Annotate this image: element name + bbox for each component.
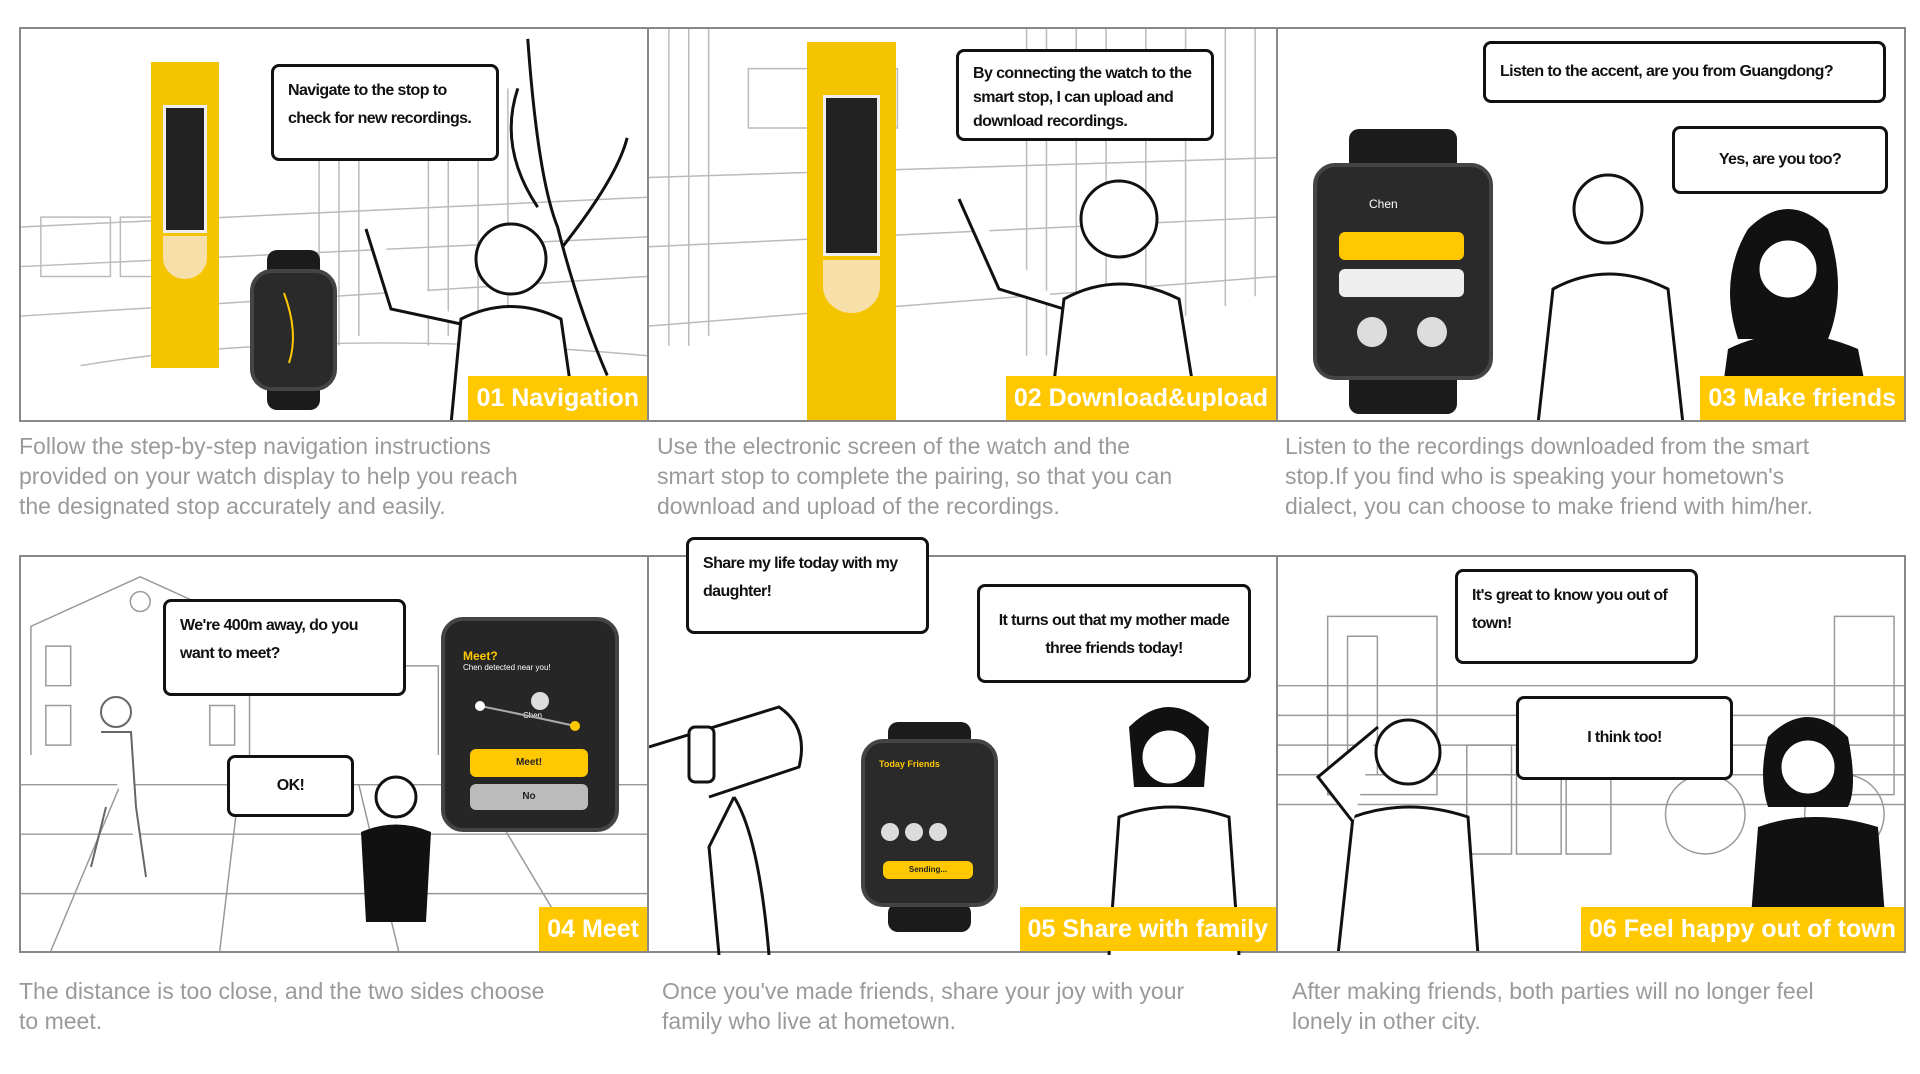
watch-today-friends: Today Friends Sending... (861, 722, 998, 932)
street-sketch (21, 38, 647, 377)
speech-bubble: Share my life today with my daughter! (686, 537, 929, 634)
caption-line: download and upload of the recordings. (657, 493, 1060, 519)
caption-line: The distance is too close, and the two s… (19, 978, 545, 1004)
step-label: 06 Feel happy out of town (1581, 907, 1904, 951)
caption-line: provided on your watch display to help y… (19, 463, 518, 489)
speech-bubble: By connecting the watch to the smart sto… (956, 49, 1214, 141)
panel-make-friends: Chen Listen to the accent, are you from … (1276, 27, 1906, 422)
meet-title: Meet? (463, 649, 498, 663)
caption-line: to meet. (19, 1008, 103, 1034)
man-listening (1536, 173, 1685, 420)
step-label: 05 Share with family (1019, 907, 1276, 951)
caption-line: dialect, you can choose to make friend w… (1285, 493, 1814, 519)
caption-line: Listen to the recordings downloaded from… (1285, 433, 1810, 459)
panel-navigation: Navigate to the stop to check for new re… (19, 27, 649, 422)
panel-share-family: Today Friends Sending... Share my life t… (647, 537, 1278, 955)
watch-map (250, 250, 337, 410)
speech-bubble: I think too! (1516, 696, 1733, 780)
caption-feel-happy: After making friends, both parties will … (1292, 976, 1814, 1036)
panel-meet: Meet? Chen detected near you! Chen Meet!… (19, 555, 649, 953)
caption-line: After making friends, both parties will … (1292, 978, 1814, 1004)
microphone-icon[interactable] (1357, 317, 1387, 348)
panel-feel-happy: It's great to know you out of town! I th… (1276, 555, 1906, 953)
speech-bubble: Listen to the accent, are you from Guang… (1483, 41, 1886, 103)
meet-subtitle: Chen detected near you! (463, 663, 551, 672)
step-label: 02 Download&upload (1005, 376, 1276, 420)
caption-line: stop.If you find who is speaking your ho… (1285, 463, 1785, 489)
caption-meet: The distance is too close, and the two s… (19, 976, 544, 1036)
caption-line: Once you've made friends, share your joy… (662, 978, 1185, 1004)
step-label: 04 Meet (539, 907, 647, 951)
caption-download-upload: Use the electronic screen of the watch a… (657, 431, 1172, 521)
voice-message-received[interactable] (1339, 232, 1464, 261)
route-map-icon (475, 692, 580, 731)
smart-stop-kiosk (807, 42, 896, 420)
caption-share-family: Once you've made friends, share your joy… (662, 976, 1184, 1036)
meet-button[interactable]: Meet! (470, 749, 588, 777)
caption-line: smart stop to complete the pairing, so t… (657, 463, 1173, 489)
sending-button[interactable]: Sending... (883, 860, 973, 879)
smart-stop-kiosk (151, 62, 219, 368)
decline-button[interactable]: No (470, 784, 588, 810)
hand-with-watch (649, 705, 803, 955)
caption-line: Use the electronic screen of the watch a… (657, 433, 1131, 459)
caption-line: the designated stop accurately and easil… (19, 493, 446, 519)
speech-bubble: Yes, are you too? (1672, 126, 1888, 194)
watch-meet-request: Meet? Chen detected near you! Chen Meet!… (441, 617, 619, 832)
step-label: 01 Navigation (468, 376, 647, 420)
caption-line: lonely in other city. (1292, 1008, 1481, 1034)
friend-avatars (881, 822, 947, 841)
man-walking (90, 696, 147, 878)
speech-bubble: It turns out that my mother made three f… (977, 584, 1251, 683)
step-label: 03 Make friends (1700, 376, 1904, 420)
man-scratching-head (1315, 718, 1480, 951)
speech-bubble: OK! (227, 755, 354, 817)
speech-bubble: We're 400m away, do you want to meet? (163, 599, 406, 696)
contact-name: Chen (1369, 197, 1398, 212)
voice-message-sent[interactable] (1339, 269, 1464, 298)
panel-download-upload: By connecting the watch to the smart sto… (647, 27, 1278, 422)
speech-bubble: Navigate to the stop to check for new re… (271, 64, 499, 161)
speech-bubble: It's great to know you out of town! (1455, 569, 1698, 664)
caption-make-friends: Listen to the recordings downloaded from… (1285, 431, 1813, 521)
caption-navigation: Follow the step-by-step navigation instr… (19, 431, 518, 521)
watch-voice-messages: Chen (1313, 129, 1493, 414)
phone-icon[interactable] (1417, 317, 1447, 348)
woman-reading-phone (361, 775, 431, 922)
caption-line: family who live at hometown. (662, 1008, 957, 1034)
caption-line: Follow the step-by-step navigation instr… (19, 433, 491, 459)
today-friends-title: Today Friends (879, 758, 940, 769)
contact-name: Chen (523, 711, 543, 720)
